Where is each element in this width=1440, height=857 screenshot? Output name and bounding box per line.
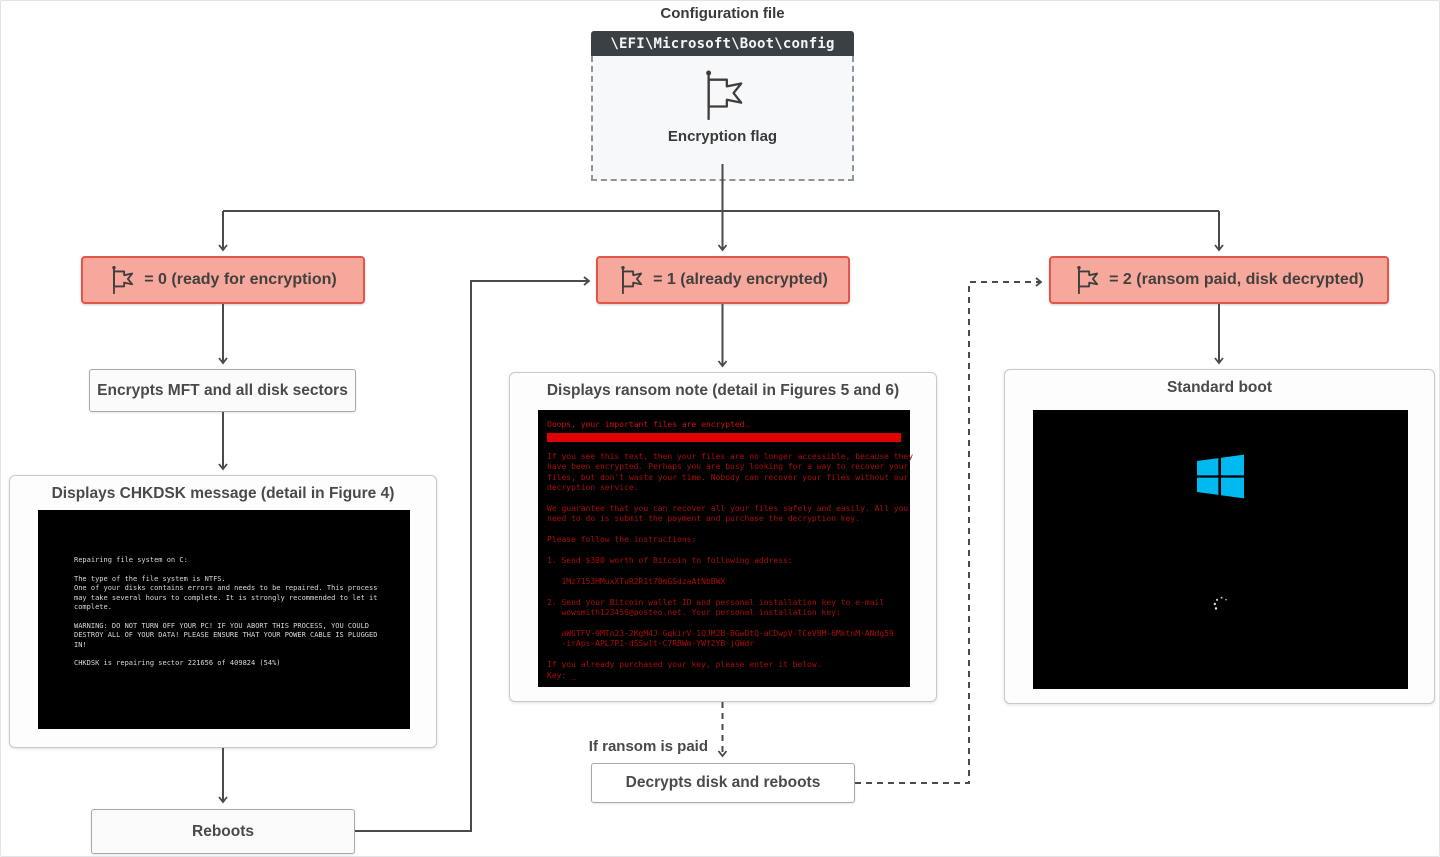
flag-icon	[1077, 265, 1099, 294]
ransom-red-bar	[547, 433, 901, 442]
ransom-body-text: If you see this text, then your files ar…	[547, 452, 914, 680]
config-path-header: \EFI\Microsoft\Boot\config	[591, 31, 854, 56]
flag-state-2-box: = 2 (ransom paid, disk decrypted)	[1049, 256, 1389, 304]
encryption-flag-label: Encryption flag	[667, 128, 778, 145]
if-ransom-paid-label: If ransom is paid	[588, 738, 708, 755]
chkdsk-panel-title: Displays CHKDSK message (detail in Figur…	[51, 485, 395, 502]
chkdsk-screen: Repairing file system on C: The type of …	[38, 510, 410, 729]
configuration-file-label: Configuration file	[660, 5, 785, 22]
flag-state-0-box: = 0 (ready for encryption)	[81, 256, 365, 304]
ransom-headline: Ooops, your important files are encrypte…	[547, 420, 750, 429]
decrypts-disk-box: Decrypts disk and reboots	[591, 763, 855, 803]
chkdsk-screen-text: Repairing file system on C: The type of …	[74, 556, 378, 668]
ransom-note-screen: Ooops, your important files are encrypte…	[538, 410, 914, 687]
config-box-body: Encryption flag	[591, 56, 854, 181]
flag-state-2-text: = 2 (ransom paid, disk decrypted)	[1109, 271, 1364, 288]
ransom-note-panel: Displays ransom note (detail in Figures …	[509, 372, 937, 702]
spinner-dots-icon	[1213, 596, 1227, 610]
flag-state-0-text: = 0 (ready for encryption)	[144, 271, 337, 288]
flag-state-1-box: = 1 (already encrypted)	[596, 256, 850, 304]
flag-icon	[112, 265, 134, 294]
configuration-file-box: \EFI\Microsoft\Boot\config Encryption fl…	[591, 31, 854, 181]
reboots-box: Reboots	[91, 809, 355, 854]
standard-boot-title: Standard boot	[1166, 379, 1273, 396]
flag-icon	[705, 70, 742, 120]
standard-boot-panel: Standard boot	[1004, 369, 1435, 704]
flag-icon	[621, 265, 643, 294]
chkdsk-panel: Displays CHKDSK message (detail in Figur…	[9, 475, 437, 748]
flag-state-1-text: = 1 (already encrypted)	[653, 271, 828, 288]
windows-logo-icon	[1197, 454, 1244, 499]
ransom-panel-title: Displays ransom note (detail in Figures …	[546, 382, 900, 399]
encrypts-mft-box: Encrypts MFT and all disk sectors	[89, 369, 356, 412]
standard-boot-screen	[1033, 410, 1408, 689]
